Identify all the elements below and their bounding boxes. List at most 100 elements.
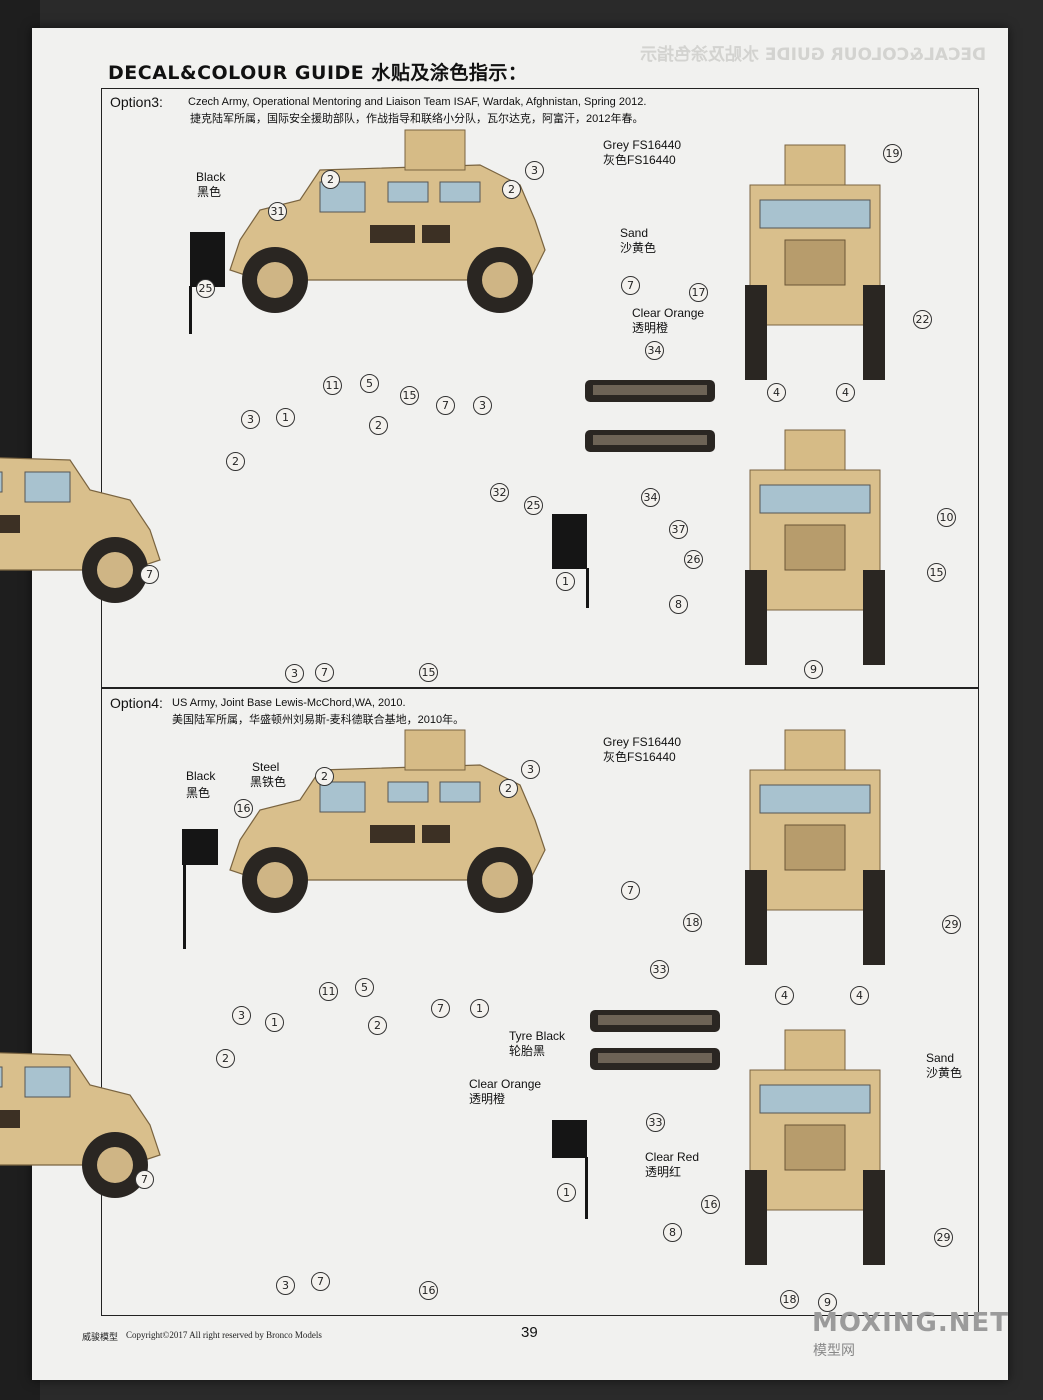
option4-callout: 8 <box>663 1223 682 1242</box>
option4-callout: 2 <box>315 767 334 786</box>
option3-callout: 3 <box>473 396 492 415</box>
option4-callout: 3 <box>232 1006 251 1025</box>
option4-callout: 2 <box>216 1049 235 1068</box>
option4-red-label-en: Clear Red <box>645 1150 700 1164</box>
option3-black-swatch-2-stand <box>586 568 589 608</box>
option4-callout: 16 <box>701 1195 720 1214</box>
option3-callout: 3 <box>241 410 260 429</box>
option3-frame <box>101 88 979 688</box>
option3-orange-label-en: Clear Orange <box>632 306 705 320</box>
option3-callout: 9 <box>804 660 823 679</box>
option4-callout: 29 <box>942 915 961 934</box>
option3-callout: 22 <box>913 310 932 329</box>
option4-callout: 1 <box>557 1183 576 1202</box>
option4-callout: 29 <box>934 1228 953 1247</box>
watermark-sub: 模型网 <box>813 1342 855 1358</box>
option3-heading: Option3: <box>110 94 163 110</box>
option3-callout: 34 <box>641 488 660 507</box>
option4-black-label-cn: 黑色 <box>186 786 211 800</box>
footer-copyright: Copyright©2017 All right reserved by Bro… <box>126 1330 322 1340</box>
option3-callout: 26 <box>684 550 703 569</box>
option4-callout: 16 <box>419 1281 438 1300</box>
option3-sand-label-cn: 沙黄色 <box>620 241 657 255</box>
option3-callout: 10 <box>937 508 956 527</box>
option4-steel-label-cn: 黑铁色 <box>250 775 287 789</box>
option4-callout: 1 <box>265 1013 284 1032</box>
option3-black-swatch-stand <box>189 286 192 334</box>
option3-callout: 15 <box>419 663 438 682</box>
option4-callout: 3 <box>521 760 540 779</box>
option4-frame <box>101 688 979 1316</box>
option4-callout: 4 <box>775 986 794 1005</box>
option4-callout: 3 <box>276 1276 295 1295</box>
option4-orange-label-cn: 透明橙 <box>469 1092 506 1106</box>
option3-callout: 7 <box>436 396 455 415</box>
option3-sand-label-en: Sand <box>620 226 649 240</box>
option3-callout: 1 <box>556 572 575 591</box>
option4-callout: 1 <box>470 999 489 1018</box>
option4-callout: 9 <box>818 1293 837 1312</box>
option3-callout: 4 <box>836 383 855 402</box>
option4-callout: 5 <box>355 978 374 997</box>
option4-callout: 7 <box>431 999 450 1018</box>
option3-callout: 11 <box>323 376 342 395</box>
option4-callout: 33 <box>650 960 669 979</box>
footer-brand: 威骏模型 <box>82 1332 119 1342</box>
option3-callout: 7 <box>140 565 159 584</box>
option4-black-swatch-2-stand <box>585 1157 588 1219</box>
option3-callout: 8 <box>669 595 688 614</box>
option3-orange-label-cn: 透明橙 <box>632 321 669 335</box>
option3-callout: 37 <box>669 520 688 539</box>
option3-callout: 4 <box>767 383 786 402</box>
option3-callout: 7 <box>315 663 334 682</box>
option3-callout: 31 <box>268 202 287 221</box>
option4-tyre-label-cn: 轮胎黑 <box>509 1044 546 1058</box>
option3-callout: 25 <box>196 279 215 298</box>
option3-callout: 15 <box>927 563 946 582</box>
option4-callout: 2 <box>499 779 518 798</box>
option3-black-label-cn: 黑色 <box>197 185 222 199</box>
option3-callout: 2 <box>369 416 388 435</box>
option3-callout: 2 <box>226 452 245 471</box>
option4-callout: 7 <box>621 881 640 900</box>
option3-callout: 17 <box>689 283 708 302</box>
option3-black-swatch-2 <box>552 514 587 569</box>
option3-description-cn: 捷克陆军所属，国际安全援助部队，作战指导和联络小分队，瓦尔达克，阿富汗，2012… <box>190 113 644 125</box>
option3-callout: 3 <box>525 161 544 180</box>
option4-steel-label-en: Steel <box>252 760 280 774</box>
option4-black-swatch-2 <box>552 1120 587 1158</box>
option4-grey-label-cn: 灰色FS16440 <box>603 750 676 764</box>
option4-callout: 7 <box>311 1272 330 1291</box>
option3-callout: 5 <box>360 374 379 393</box>
option3-description-en: Czech Army, Operational Mentoring and Li… <box>188 96 647 108</box>
option4-sand-label-cn: 沙黄色 <box>926 1066 963 1080</box>
option4-callout: 4 <box>850 986 869 1005</box>
option3-callout: 7 <box>621 276 640 295</box>
option4-callout: 18 <box>683 913 702 932</box>
option4-tyre-label-en: Tyre Black <box>509 1029 566 1043</box>
option4-orange-label-en: Clear Orange <box>469 1077 542 1091</box>
option4-callout: 33 <box>646 1113 665 1132</box>
option3-grey-label-cn: 灰色FS16440 <box>603 153 676 167</box>
option3-callout: 19 <box>883 144 902 163</box>
option4-sand-label-en: Sand <box>926 1051 955 1065</box>
option4-callout: 7 <box>135 1170 154 1189</box>
page-number: 39 <box>521 1324 538 1341</box>
option3-callout: 2 <box>321 170 340 189</box>
option4-grey-label-en: Grey FS16440 <box>603 735 682 749</box>
option4-black-label-en: Black <box>186 769 216 783</box>
option4-callout: 2 <box>368 1016 387 1035</box>
option4-red-label-cn: 透明红 <box>645 1165 682 1179</box>
option4-callout: 18 <box>780 1290 799 1309</box>
option3-callout: 3 <box>285 664 304 683</box>
option3-callout: 32 <box>490 483 509 502</box>
option4-black-swatch <box>182 829 218 865</box>
option3-callout: 25 <box>524 496 543 515</box>
option3-callout: 2 <box>502 180 521 199</box>
option4-black-swatch-stand <box>183 864 186 949</box>
option4-callout: 11 <box>319 982 338 1001</box>
option3-black-label-en: Black <box>196 170 226 184</box>
option3-grey-label-en: Grey FS16440 <box>603 138 682 152</box>
option4-heading: Option4: <box>110 695 163 711</box>
option4-callout: 16 <box>234 799 253 818</box>
